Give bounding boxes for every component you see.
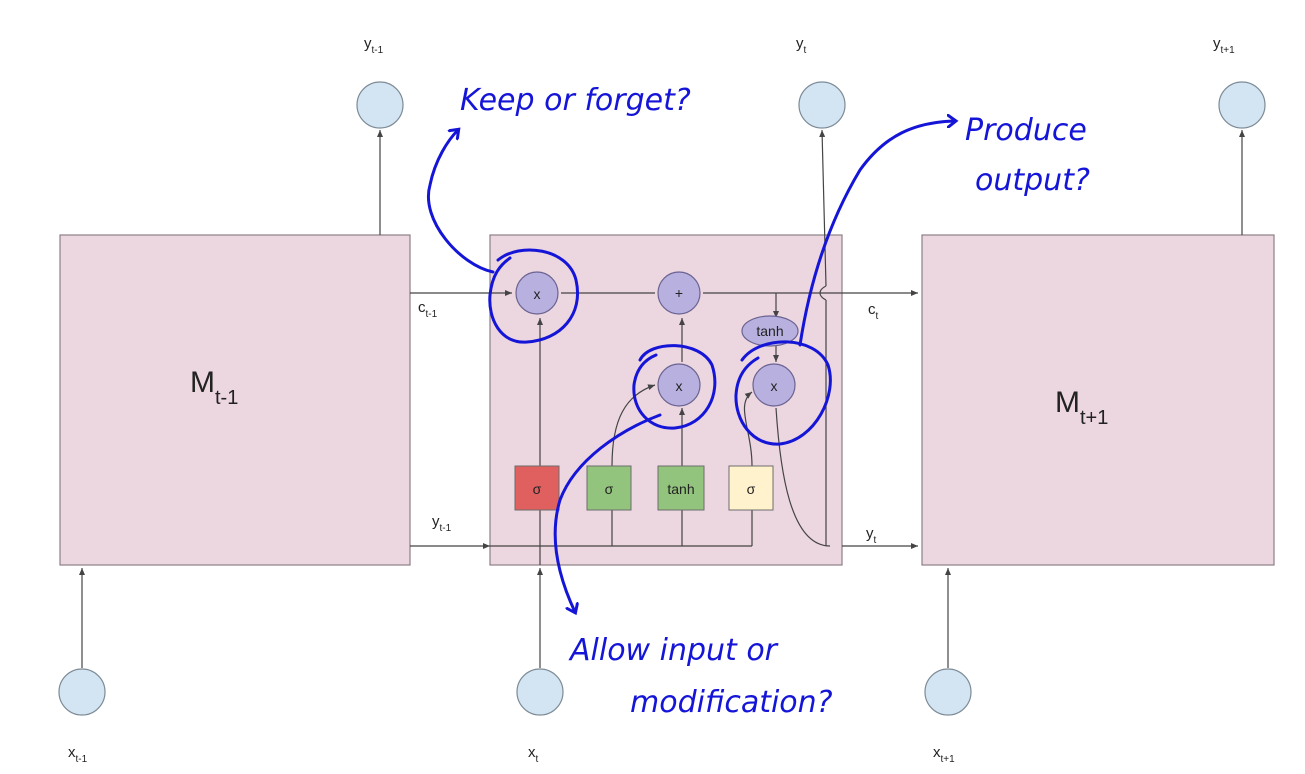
label-y-out: yt [866, 525, 877, 546]
annotation-produce-line2: output? [975, 163, 1090, 198]
ink-arrow-keep [427, 130, 495, 274]
input-node-curr [516, 668, 564, 716]
block-next [921, 234, 1275, 566]
output-gate-label: σ [747, 481, 756, 497]
annotation-produce-line1: Produce [965, 113, 1087, 148]
annotation-allow-line2: modification? [630, 685, 833, 720]
ink-circle-forget [488, 248, 579, 344]
label-c-out: ct [868, 301, 879, 322]
input-gate-box [586, 465, 632, 511]
output-node-next [1218, 81, 1266, 129]
output-label-next: yt+1 [1213, 35, 1235, 56]
output-multiply-op [752, 363, 796, 407]
candidate-gate-label: tanh [667, 481, 694, 497]
wire-output-to-hidden [775, 407, 831, 547]
output-node-curr [798, 81, 846, 129]
block-prev-label: Mt-1 [190, 366, 238, 409]
ink-arrow-allow [553, 413, 662, 612]
input-node-prev [58, 668, 106, 716]
add-glyph: + [675, 285, 683, 301]
tanh-glyph: tanh [756, 323, 783, 339]
label-c-in: ct-1 [418, 299, 438, 320]
wire-hidden-up-top [819, 129, 827, 287]
block-next-label: Mt+1 [1055, 386, 1108, 429]
wire-output-gate-to-mult [743, 391, 753, 467]
block-prev [59, 234, 411, 566]
wire-hidden-up-hop [819, 285, 827, 301]
output-gate-box [728, 465, 774, 511]
output-label-curr: yt [796, 35, 807, 56]
label-y-in: yt-1 [432, 513, 452, 534]
output-multiply-glyph: x [771, 378, 778, 394]
input-gate-label: σ [605, 481, 614, 497]
forget-multiply-op [515, 271, 559, 315]
add-op [657, 271, 701, 315]
tanh-op [741, 315, 799, 347]
forget-gate-label: σ [533, 481, 542, 497]
candidate-gate-box [657, 465, 705, 511]
ink-arrow-produce [798, 121, 955, 347]
input-label-curr: xt [528, 744, 539, 765]
input-multiply-glyph: x [676, 378, 683, 394]
forget-multiply-glyph: x [534, 286, 541, 302]
annotation-keep: Keep or forget? [460, 83, 691, 118]
wire-input-gate-to-mult [611, 384, 656, 467]
input-label-prev: xt-1 [68, 744, 88, 765]
annotation-allow-line1: Allow input or [568, 633, 779, 668]
input-node-next [924, 668, 972, 716]
forget-gate-box [514, 465, 560, 511]
input-label-next: xt+1 [933, 744, 955, 765]
input-multiply-op [657, 363, 701, 407]
output-label-prev: yt-1 [364, 35, 384, 56]
output-node-prev [356, 81, 404, 129]
ink-circle-input [632, 344, 717, 430]
